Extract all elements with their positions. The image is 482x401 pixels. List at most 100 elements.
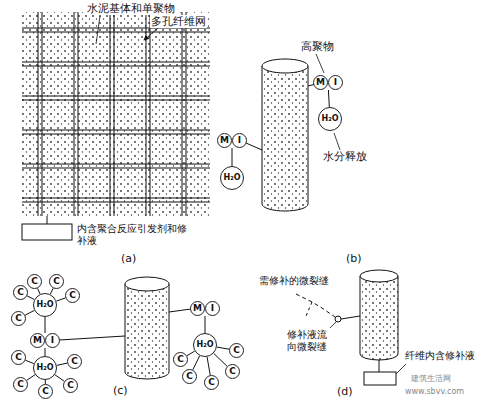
molecule-circle: H₂O (220, 166, 244, 190)
molecule-circle: C (38, 384, 53, 399)
node-text: I (45, 333, 60, 348)
bond-line (55, 375, 64, 381)
monomer-initiator: MI (217, 133, 247, 148)
leader-line (334, 133, 340, 150)
annotation: 需修补的微裂缝 (258, 275, 330, 287)
watermark: www.sbvv.com (404, 387, 465, 397)
node-text: C (182, 369, 197, 384)
annotation: 多孔纤维网 (150, 15, 207, 28)
reservoir-box (364, 372, 396, 385)
node-text: C (173, 352, 188, 367)
node-text: C (67, 354, 82, 369)
node-text: M (313, 75, 328, 90)
annotation: 修补液流向微裂缝 (286, 329, 336, 353)
molecule-circle: C (225, 364, 240, 379)
micro-crack (306, 302, 312, 316)
monomer-initiator: MI (30, 333, 60, 348)
bond-line (193, 356, 200, 370)
node-text: H₂O (193, 333, 217, 357)
molecule-circle: C (49, 274, 64, 289)
molecule-circle: H₂O (33, 356, 57, 380)
node-text: H₂O (33, 293, 57, 317)
leader-line (330, 322, 336, 328)
node-text: H₂O (318, 107, 342, 131)
molecule-circle: C (182, 369, 197, 384)
bond-line (187, 351, 195, 356)
node-text: M (30, 333, 45, 348)
bond-line (56, 298, 65, 301)
panel-label: (a) (120, 252, 137, 265)
bond-line (25, 310, 34, 315)
molecule-circle: H₂O (318, 107, 342, 131)
node-text: C (13, 285, 28, 300)
bond-line (45, 317, 46, 333)
bond-line (214, 353, 227, 366)
molecule-circle: C (63, 378, 78, 393)
node-text: M (217, 133, 232, 148)
molecule-circle: C (67, 354, 82, 369)
monomer-initiator: MI (190, 301, 220, 316)
feed-line (379, 360, 380, 372)
reservoir-box (22, 224, 72, 240)
bond-line (45, 348, 46, 356)
attach-line (246, 143, 262, 150)
leader-line (396, 364, 406, 374)
node-text: C (27, 274, 42, 289)
node-text: C (204, 375, 219, 390)
node-text: I (205, 301, 220, 316)
fiber-cylinder (360, 270, 398, 360)
leader-line (316, 54, 324, 73)
feed-line (47, 216, 48, 224)
annotation: 高聚物 (300, 40, 335, 53)
node-text: I (328, 75, 343, 90)
bond-line (25, 360, 33, 363)
bond-line (328, 90, 330, 107)
fiber-network (22, 12, 210, 216)
node-text: C (11, 311, 26, 326)
node-text: H₂O (220, 166, 244, 190)
flow-line (341, 316, 360, 319)
molecule-circle: C (204, 375, 219, 390)
node-text: C (225, 364, 240, 379)
micro-crack (296, 294, 335, 317)
bond-line (57, 363, 67, 365)
node-text: C (13, 377, 28, 392)
molecule-circle: C (11, 350, 26, 365)
node-text: C (11, 350, 26, 365)
bond-line (205, 316, 206, 333)
bond-line (27, 375, 35, 381)
bond-line (217, 347, 229, 349)
node-text: C (65, 288, 80, 303)
node-text: C (63, 378, 78, 393)
node-text: M (190, 301, 205, 316)
node-text: C (229, 343, 244, 358)
molecule-circle: C (13, 285, 28, 300)
annotation: 纤维内含修补液 (404, 350, 476, 362)
molecule-circle: C (27, 274, 42, 289)
molecule-circle: C (11, 311, 26, 326)
crack-tip (335, 316, 341, 322)
annotation: 内含聚合反应引发剂和修补液 (76, 223, 196, 247)
fiber-cylinder (262, 59, 308, 211)
annotation: 水泥基体和单聚物 (86, 2, 176, 15)
fiber-cylinder (125, 277, 169, 379)
bond-line (207, 357, 210, 375)
leader-arrow (144, 28, 158, 40)
panel-label: (b) (345, 252, 363, 265)
node-text: H₂O (33, 356, 57, 380)
attach-line (169, 309, 191, 312)
attach-line (59, 336, 125, 340)
molecule-circle: C (13, 377, 28, 392)
watermark: 建筑生活网 (410, 374, 452, 384)
molecule-circle: C (229, 343, 244, 358)
molecule-circle: H₂O (193, 333, 217, 357)
annotation: 水分释放 (322, 150, 368, 163)
panel-label: (c) (112, 384, 129, 397)
panel-label: (d) (336, 385, 354, 398)
node-text: C (49, 274, 64, 289)
monomer-initiator: MI (313, 75, 343, 90)
node-text: C (38, 384, 53, 399)
